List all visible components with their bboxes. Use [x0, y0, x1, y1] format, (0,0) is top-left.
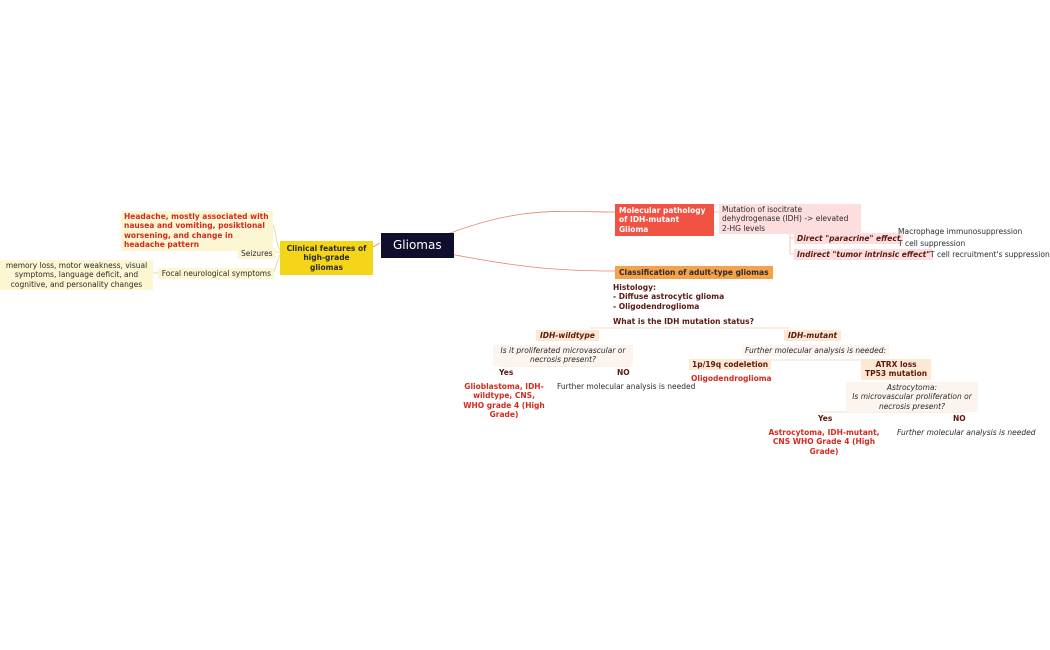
- mut-further-node[interactable]: Further molecular analysis is needed:: [742, 345, 890, 357]
- astrocytoma-question-node[interactable]: Astrocytoma: Is microvascular proliferat…: [846, 382, 978, 413]
- mut-further-text: Further molecular analysis is needed:: [745, 346, 887, 355]
- tp53-text: TP53 mutation: [865, 369, 928, 379]
- mutant-text: IDH-mutant: [788, 331, 838, 340]
- wt-no-result-text: Further molecular analysis is needed: [557, 382, 696, 391]
- wt-yes-text: Yes: [499, 368, 514, 377]
- mut-yes-node[interactable]: Yes: [818, 414, 832, 423]
- molecular-title: Molecular pathology of IDH-mutant Glioma: [619, 206, 706, 234]
- histology-item-2: - Oligodendroglioma: [613, 301, 700, 311]
- wt-yes-node[interactable]: Yes: [499, 368, 513, 377]
- wt-no-result-node[interactable]: Further molecular analysis is needed: [557, 382, 695, 391]
- classification-header-node[interactable]: Classification of adult-type gliomas: [615, 266, 773, 280]
- idh-wildtype-node[interactable]: IDH-wildtype: [536, 330, 599, 342]
- wt-question-text: Is it proliferated microvascular or necr…: [500, 346, 626, 365]
- astro-q1-text: Astrocytoma:: [886, 383, 938, 392]
- wt-no-text: NO: [617, 368, 630, 377]
- codeletion-node[interactable]: 1p/19q codeletion: [689, 359, 772, 371]
- classification-title: Classification of adult-type gliomas: [619, 268, 769, 277]
- connector-root-molecular: [439, 210, 616, 238]
- direct-text: Direct "paracrine" effect: [797, 234, 901, 243]
- connector-root-classification: [439, 251, 616, 272]
- mut-yes-text: Yes: [818, 414, 833, 423]
- mutation-node[interactable]: Mutation of isocitrate dehydrogenase (ID…: [719, 204, 861, 235]
- root-title: Gliomas: [393, 238, 442, 252]
- indirect-text: Indirect "tumor intrinsic effect": [797, 250, 931, 259]
- glioblastoma-result-node[interactable]: Glioblastoma, IDH-wildtype, CNS, WHO gra…: [463, 382, 545, 420]
- astro-q2-text: Is microvascular proliferation or necros…: [852, 392, 972, 411]
- mut-no-result-node[interactable]: Further molecular analysis is needed: [897, 428, 1035, 437]
- oligodendroglioma-result-node[interactable]: Oligodendroglioma: [691, 374, 772, 383]
- mutation-text: Mutation of isocitrate dehydrogenase (ID…: [722, 205, 849, 233]
- indirect-item-1-text: T cell recruitment's suppression: [930, 250, 1050, 259]
- direct-item-tcell[interactable]: T cell suppression: [898, 239, 965, 248]
- oligo-text: Oligodendroglioma: [691, 374, 772, 383]
- indirect-item-recruitment[interactable]: T cell recruitment's suppression: [930, 250, 1050, 259]
- clinical-title: Clinical features of high-grade gliomas: [286, 244, 367, 272]
- direct-item-1-text: Macrophage immunosuppression: [898, 227, 1023, 236]
- mut-no-result-text: Further molecular analysis is needed: [897, 428, 1036, 437]
- molecular-header-node[interactable]: Molecular pathology of IDH-mutant Glioma: [615, 204, 714, 237]
- idh-question-text: What is the IDH mutation status?: [613, 317, 754, 326]
- indirect-effect-node[interactable]: Indirect "tumor intrinsic effect": [794, 249, 934, 261]
- headache-node[interactable]: Headache, mostly associated with nausea …: [121, 211, 273, 251]
- focal-detail-text: memory loss, motor weakness, visual symp…: [5, 261, 148, 289]
- seizures-node[interactable]: Seizures: [238, 248, 276, 260]
- wildtype-text: IDH-wildtype: [540, 331, 595, 340]
- astro-result-text: Astrocytoma, IDH-mutant, CNS WHO Grade 4…: [768, 428, 880, 456]
- atrx-text: ATRX loss: [875, 360, 917, 369]
- astrocytoma-result-node[interactable]: Astrocytoma, IDH-mutant, CNS WHO Grade 4…: [765, 428, 883, 456]
- glioblastoma-text: Glioblastoma, IDH-wildtype, CNS, WHO gra…: [463, 382, 545, 420]
- seizures-text: Seizures: [241, 249, 273, 258]
- focal-detail-node[interactable]: memory loss, motor weakness, visual symp…: [0, 260, 153, 291]
- mut-no-node[interactable]: NO: [953, 414, 966, 423]
- focal-symptoms-node[interactable]: Focal neurological symptoms: [158, 268, 274, 280]
- connector-root-clinical: [372, 242, 381, 248]
- clinical-header-node[interactable]: Clinical features of high-grade gliomas: [280, 241, 373, 276]
- direct-effect-node[interactable]: Direct "paracrine" effect: [794, 233, 904, 245]
- codeletion-text: 1p/19q codeletion: [692, 360, 769, 369]
- direct-item-macrophage[interactable]: Macrophage immunosuppression: [898, 227, 1022, 236]
- mut-no-text: NO: [953, 414, 966, 423]
- root-node[interactable]: Gliomas: [381, 233, 454, 258]
- wt-question-node[interactable]: Is it proliferated microvascular or necr…: [493, 345, 633, 366]
- histology-item-1: - Diffuse astrocytic glioma: [613, 292, 725, 302]
- wt-no-node[interactable]: NO: [617, 368, 630, 377]
- idh-question-node[interactable]: What is the IDH mutation status?: [613, 317, 754, 326]
- histology-title: Histology:: [613, 283, 657, 292]
- focal-text: Focal neurological symptoms: [161, 269, 271, 278]
- connector-clinical-headache: [272, 224, 281, 251]
- headache-text: Headache, mostly associated with nausea …: [124, 212, 269, 250]
- direct-item-2-text: T cell suppression: [898, 239, 966, 248]
- atrx-tp53-node[interactable]: ATRX loss TP53 mutation: [861, 359, 932, 380]
- idh-mutant-node[interactable]: IDH-mutant: [784, 330, 842, 342]
- histology-node[interactable]: Histology: - Diffuse astrocytic glioma -…: [613, 283, 724, 311]
